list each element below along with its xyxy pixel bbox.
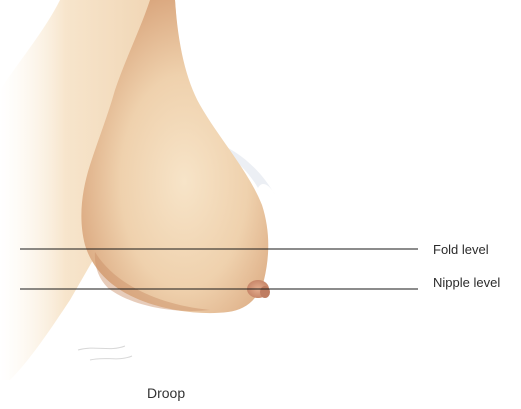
fold-level-label: Fold level (433, 243, 489, 256)
nipple-level-label: Nipple level (433, 276, 500, 289)
sketch-marks (78, 346, 132, 360)
figure-caption: Droop (147, 386, 185, 400)
nipple (260, 286, 270, 298)
